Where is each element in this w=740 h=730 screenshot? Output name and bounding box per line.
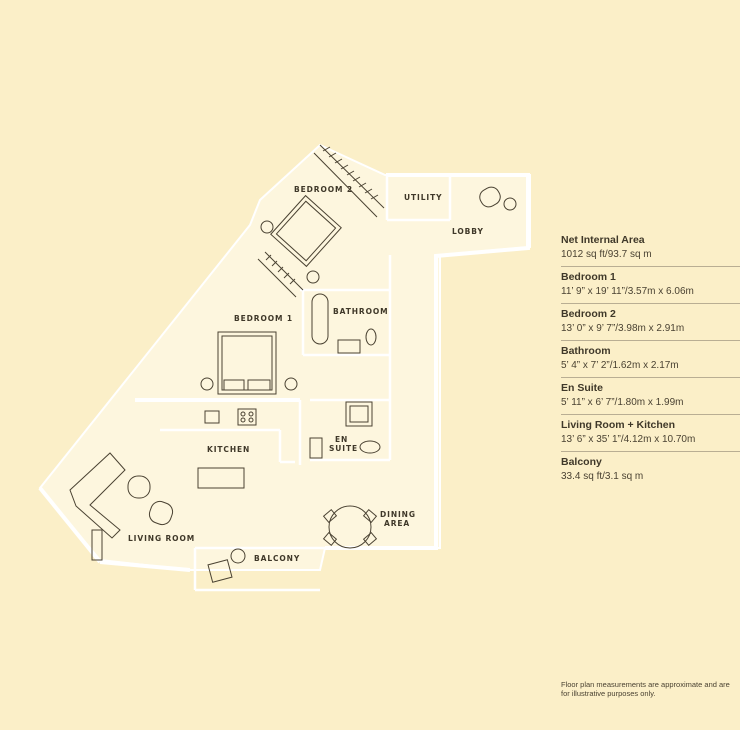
area-schedule: Net Internal Area 1012 sq ft/93.7 sq m B…: [561, 230, 740, 488]
spec-living-room-kitchen: Living Room + Kitchen 13’ 6” x 35’ 1”/4.…: [561, 415, 740, 452]
spec-value: 11’ 9” x 19’ 11”/3.57m x 6.06m: [561, 286, 694, 297]
living-room-furniture: [69, 452, 174, 561]
spec-title: Net Internal Area: [561, 234, 645, 246]
spec-bedroom-1: Bedroom 1 11’ 9” x 19’ 11”/3.57m x 6.06m: [561, 267, 740, 304]
living-room-label: LIVING ROOM: [128, 534, 195, 543]
balcony-label: BALCONY: [254, 554, 300, 563]
dining-table: [322, 505, 378, 549]
spec-title: Bedroom 2: [561, 308, 616, 320]
bedroom1-bed: [200, 331, 298, 395]
spec-value: 5’ 4” x 7’ 2”/1.62m x 2.17m: [561, 360, 679, 371]
spec-en-suite: En Suite 5’ 11” x 6’ 7”/1.80m x 1.99m: [561, 378, 740, 415]
ensuite-fixtures: [309, 401, 381, 459]
bedroom2-label: BEDROOM 2: [294, 185, 353, 194]
lobby-label: LOBBY: [452, 227, 484, 236]
bedroom2-bed: [260, 194, 342, 284]
utility-label: UTILITY: [404, 193, 442, 202]
floor-area: [38, 143, 531, 571]
bedroom1-label: BEDROOM 1: [234, 314, 293, 323]
dining-area-label-line2: AREA: [384, 519, 410, 528]
outer-walls: [38, 173, 530, 572]
spec-balcony: Balcony 33.4 sq ft/3.1 sq m: [561, 452, 740, 488]
spec-value: 13’ 6” x 35’ 1”/4.12m x 10.70m: [561, 434, 696, 445]
utility-chair: [479, 186, 517, 211]
kitchen-label: KITCHEN: [207, 445, 250, 454]
spec-value: 1012 sq ft/93.7 sq m: [561, 249, 652, 260]
dining-area-label-line1: DINING: [380, 510, 416, 519]
balcony-furniture: [207, 548, 246, 583]
spec-bedroom-2: Bedroom 2 13’ 0” x 9’ 7”/3.98m x 2.91m: [561, 304, 740, 341]
spec-bathroom: Bathroom 5’ 4” x 7’ 2”/1.62m x 2.17m: [561, 341, 740, 378]
kitchen-units: [197, 408, 257, 489]
spec-title: Living Room + Kitchen: [561, 419, 676, 431]
en-suite-label-line1: EN: [335, 435, 348, 444]
spec-net-internal-area: Net Internal Area 1012 sq ft/93.7 sq m: [561, 230, 740, 267]
spec-title: En Suite: [561, 382, 604, 394]
spec-value: 5’ 11” x 6’ 7”/1.80m x 1.99m: [561, 397, 684, 408]
spec-value: 13’ 0” x 9’ 7”/3.98m x 2.91m: [561, 323, 685, 334]
interior-walls: [160, 175, 452, 592]
disclaimer-text: Floor plan measurements are approximate …: [561, 680, 730, 698]
bathroom-fixtures: [311, 293, 377, 354]
window-hatch-mid: [257, 251, 304, 298]
spec-title: Bathroom: [561, 345, 611, 357]
window-hatch-top: [313, 144, 385, 218]
en-suite-label-line2: SUITE: [329, 444, 358, 453]
spec-value: 33.4 sq ft/3.1 sq m: [561, 471, 644, 482]
spec-title: Balcony: [561, 456, 602, 468]
spec-title: Bedroom 1: [561, 271, 616, 283]
bathroom-label: BATHROOM: [333, 307, 389, 316]
